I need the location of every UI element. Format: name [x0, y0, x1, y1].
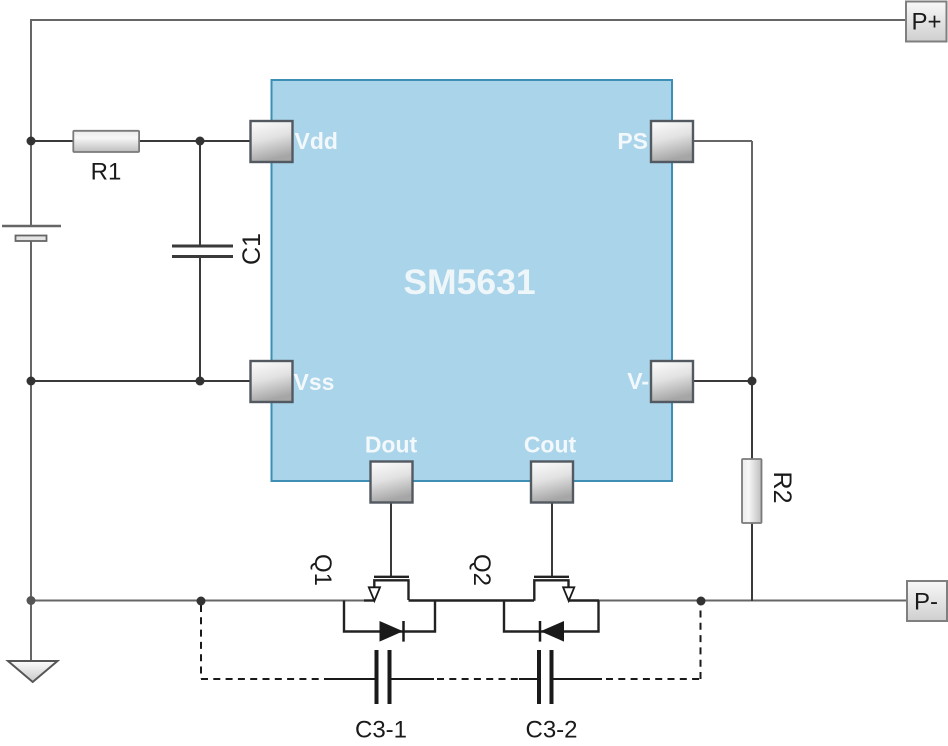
svg-text:Q1: Q1 — [309, 554, 336, 586]
svg-text:R1: R1 — [91, 159, 122, 186]
svg-text:Q2: Q2 — [468, 554, 495, 586]
svg-text:C1: C1 — [238, 233, 266, 265]
svg-text:SM5631: SM5631 — [403, 262, 535, 302]
svg-text:R2: R2 — [768, 472, 796, 504]
svg-text:PS: PS — [617, 128, 648, 154]
svg-text:C3-1: C3-1 — [355, 717, 407, 744]
svg-text:C3-2: C3-2 — [525, 717, 577, 744]
svg-text:P+: P+ — [911, 9, 941, 36]
svg-text:Cout: Cout — [524, 432, 577, 458]
svg-text:V-: V- — [627, 368, 649, 394]
svg-text:P-: P- — [914, 589, 938, 616]
svg-text:Vss: Vss — [294, 369, 335, 395]
svg-text:Dout: Dout — [365, 432, 418, 458]
svg-text:Vdd: Vdd — [295, 128, 338, 154]
